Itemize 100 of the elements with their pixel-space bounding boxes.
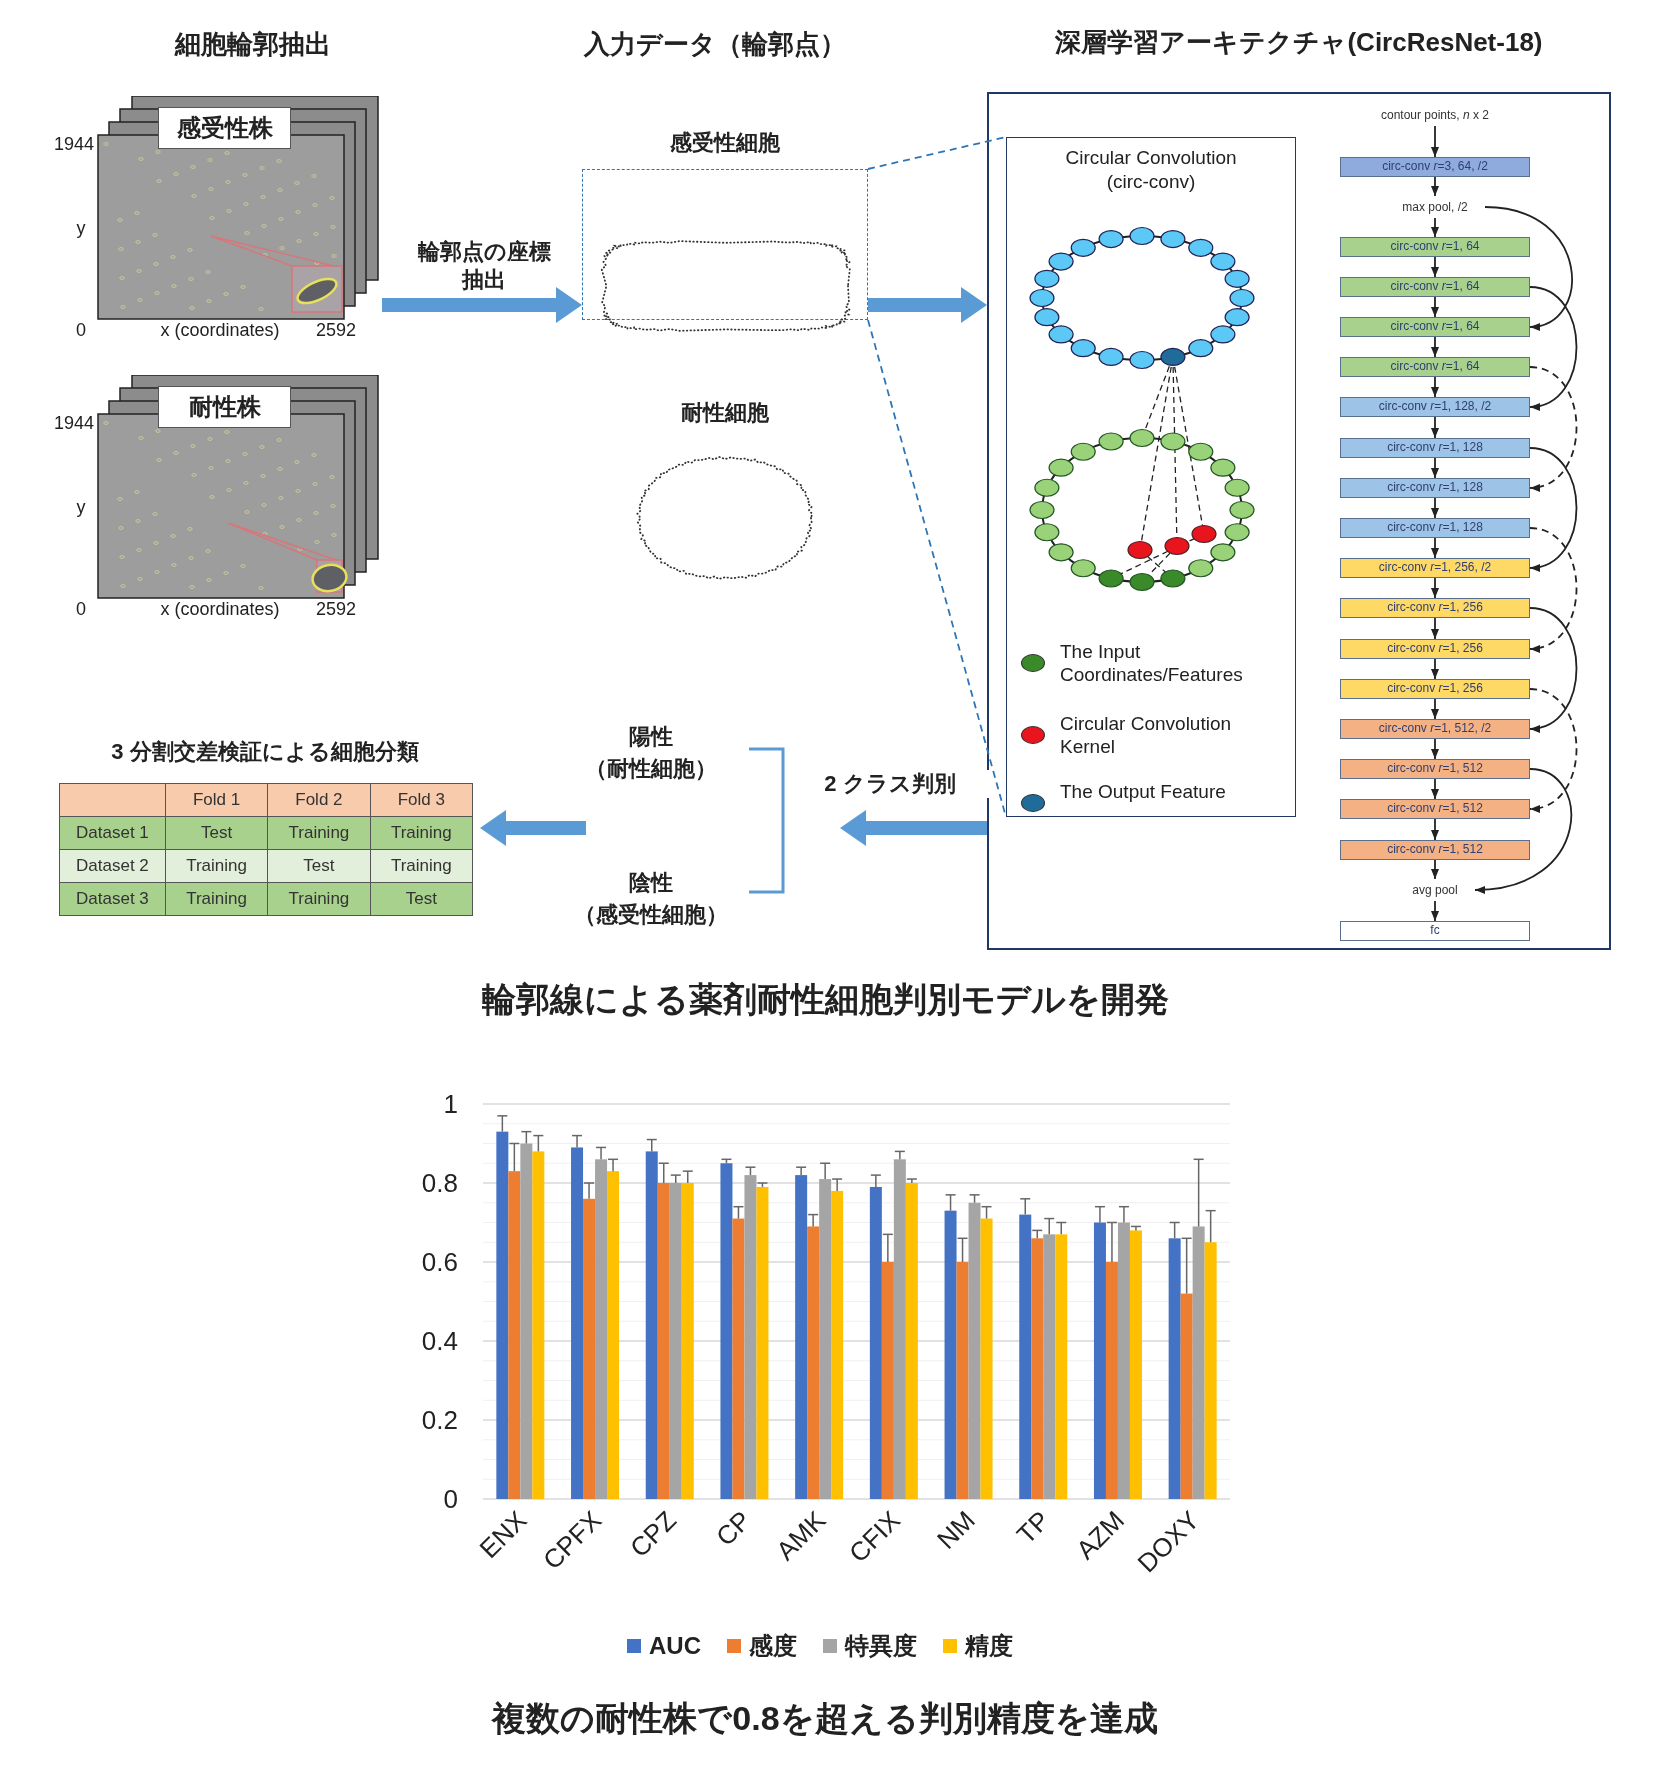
block-arrow bbox=[840, 810, 987, 846]
strain-label: 感受性株 bbox=[158, 107, 291, 149]
section-heading: 感受性細胞 bbox=[669, 129, 781, 157]
table-cell: Training bbox=[370, 816, 473, 850]
axis-tick-label: NM bbox=[931, 1505, 981, 1555]
layer-block: circ-conv r=1, 64 bbox=[1340, 237, 1530, 257]
arrow bbox=[1431, 900, 1439, 922]
layer-block: circ-conv r=1, 256, /2 bbox=[1340, 558, 1530, 578]
strain-label: 耐性株 bbox=[158, 386, 291, 428]
layer-block: circ-conv r=1, 256 bbox=[1340, 679, 1530, 699]
arrow bbox=[1431, 658, 1439, 680]
axis-tick-label: 0.6 bbox=[421, 1247, 458, 1277]
table-cell: Training bbox=[165, 882, 268, 916]
axis-tick-label: 0 bbox=[443, 1484, 458, 1514]
arrow bbox=[1431, 416, 1439, 439]
axis-label: 0 bbox=[75, 598, 87, 621]
axis-label: 2592 bbox=[314, 598, 357, 621]
layer-block: circ-conv r=1, 64 bbox=[1340, 317, 1530, 337]
arrow bbox=[1484, 206, 1573, 330]
arrow bbox=[1431, 457, 1439, 479]
arrow bbox=[1431, 577, 1439, 599]
class-note: （耐性細胞） bbox=[584, 755, 718, 783]
layer-block: circ-conv r=1, 64 bbox=[1340, 357, 1530, 377]
arrow bbox=[1431, 818, 1439, 841]
legend-label: The Input Coordinates/Features bbox=[1060, 640, 1244, 686]
axis-tick-label: 0.2 bbox=[421, 1405, 458, 1435]
class-heading: 陽性 bbox=[628, 723, 674, 751]
arrow bbox=[1431, 698, 1439, 720]
arrow bbox=[1431, 176, 1439, 197]
caption: 複数の耐性株で0.8を超える判別精度を達成 bbox=[490, 1698, 1159, 1739]
legend-label: AUC bbox=[649, 1632, 701, 1660]
section-caption: 輪郭線による薬剤耐性細胞判別モデルを開発 bbox=[480, 979, 1170, 1020]
legend-label: 特異度 bbox=[845, 1631, 917, 1661]
axis-label: 2592 bbox=[314, 319, 357, 342]
panel-title: Circular Convolution (circ-conv) bbox=[1064, 146, 1238, 194]
block-arrow bbox=[868, 287, 987, 323]
arrow bbox=[1431, 617, 1439, 640]
panel-heading: 深層学習アーキテクチャ(CircResNet-18) bbox=[1054, 26, 1544, 59]
table-cell: Dataset 1 bbox=[59, 816, 166, 850]
flow-text: avg pool bbox=[1395, 879, 1475, 901]
class-heading: 陰性 bbox=[628, 869, 674, 897]
class-note: （感受性細胞） bbox=[573, 901, 729, 929]
arrow bbox=[1474, 768, 1573, 894]
table-cell: Training bbox=[370, 849, 473, 883]
flow-text: max pool, /2 bbox=[1385, 196, 1485, 218]
layer-block: circ-conv r=1, 256 bbox=[1340, 639, 1530, 659]
table-cell: Fold 3 bbox=[370, 783, 473, 817]
arrow bbox=[1431, 217, 1439, 238]
arrow bbox=[1529, 286, 1578, 410]
layer-block: circ-conv r=1, 512 bbox=[1340, 759, 1530, 779]
table-cell: Training bbox=[165, 849, 268, 883]
table-cell: Dataset 3 bbox=[59, 882, 166, 916]
dashed-connector bbox=[1529, 527, 1578, 652]
table-cell: Test bbox=[267, 849, 371, 883]
arrow bbox=[1431, 497, 1439, 519]
arrow bbox=[1529, 607, 1578, 732]
axis-label: 0 bbox=[75, 319, 87, 342]
legend-label: Circular Convolution Kernel bbox=[1060, 712, 1233, 758]
axis-label: x (coordinates) bbox=[159, 598, 281, 621]
arrow bbox=[1431, 376, 1439, 398]
arrow bbox=[1431, 778, 1439, 800]
arrow bbox=[1431, 738, 1439, 760]
block-arrow bbox=[382, 287, 582, 323]
arrow bbox=[1431, 125, 1439, 158]
layer-block: circ-conv r=1, 256 bbox=[1340, 598, 1530, 618]
table-cell: Fold 1 bbox=[165, 783, 268, 817]
axis-tick-label: CP bbox=[709, 1505, 757, 1552]
flow-text: contour points, n x 2 bbox=[1345, 104, 1525, 126]
dashed-connector bbox=[1529, 688, 1578, 812]
layer-block: fc bbox=[1340, 921, 1530, 941]
axis-label: y bbox=[75, 217, 87, 240]
column-heading: 入力データ（輪郭点） bbox=[582, 28, 847, 61]
axis-tick-label: 1 bbox=[443, 1089, 458, 1119]
table-cell: Fold 2 bbox=[267, 783, 371, 817]
inset-panel bbox=[1006, 137, 1296, 817]
legend-label: 精度 bbox=[965, 1631, 1013, 1661]
arrow bbox=[1431, 859, 1439, 880]
arrow bbox=[1431, 336, 1439, 358]
layer-block: circ-conv r=1, 512, /2 bbox=[1340, 719, 1530, 739]
table-cell: Test bbox=[165, 816, 268, 850]
arrow bbox=[1431, 537, 1439, 559]
arrow bbox=[1529, 447, 1578, 571]
axis-label: y bbox=[75, 496, 87, 519]
legend-label: The Output Feature bbox=[1060, 780, 1227, 803]
table-cell: Test bbox=[370, 882, 473, 916]
layer-block: circ-conv r=1, 512 bbox=[1340, 840, 1530, 860]
axis-label: 1944 bbox=[52, 133, 94, 156]
axis-label: 1944 bbox=[52, 412, 94, 435]
layer-block: circ-conv r=1, 64 bbox=[1340, 277, 1530, 297]
table-cell: Dataset 2 bbox=[59, 849, 166, 883]
layer-block: circ-conv r=1, 128, /2 bbox=[1340, 397, 1530, 417]
axis-tick-label: 0.8 bbox=[421, 1168, 458, 1198]
layer-block: circ-conv r=1, 128 bbox=[1340, 518, 1530, 538]
layer-block: circ-conv r=1, 128 bbox=[1340, 438, 1530, 458]
layer-block: circ-conv r=1, 512 bbox=[1340, 799, 1530, 819]
table-heading: 3 分割交差検証による細胞分類 bbox=[110, 738, 420, 766]
legend-label: 感度 bbox=[749, 1631, 797, 1661]
section-heading: 耐性細胞 bbox=[680, 399, 770, 427]
layer-block: circ-conv r=3, 64, /2 bbox=[1340, 157, 1530, 177]
table-cell: Training bbox=[267, 882, 371, 916]
